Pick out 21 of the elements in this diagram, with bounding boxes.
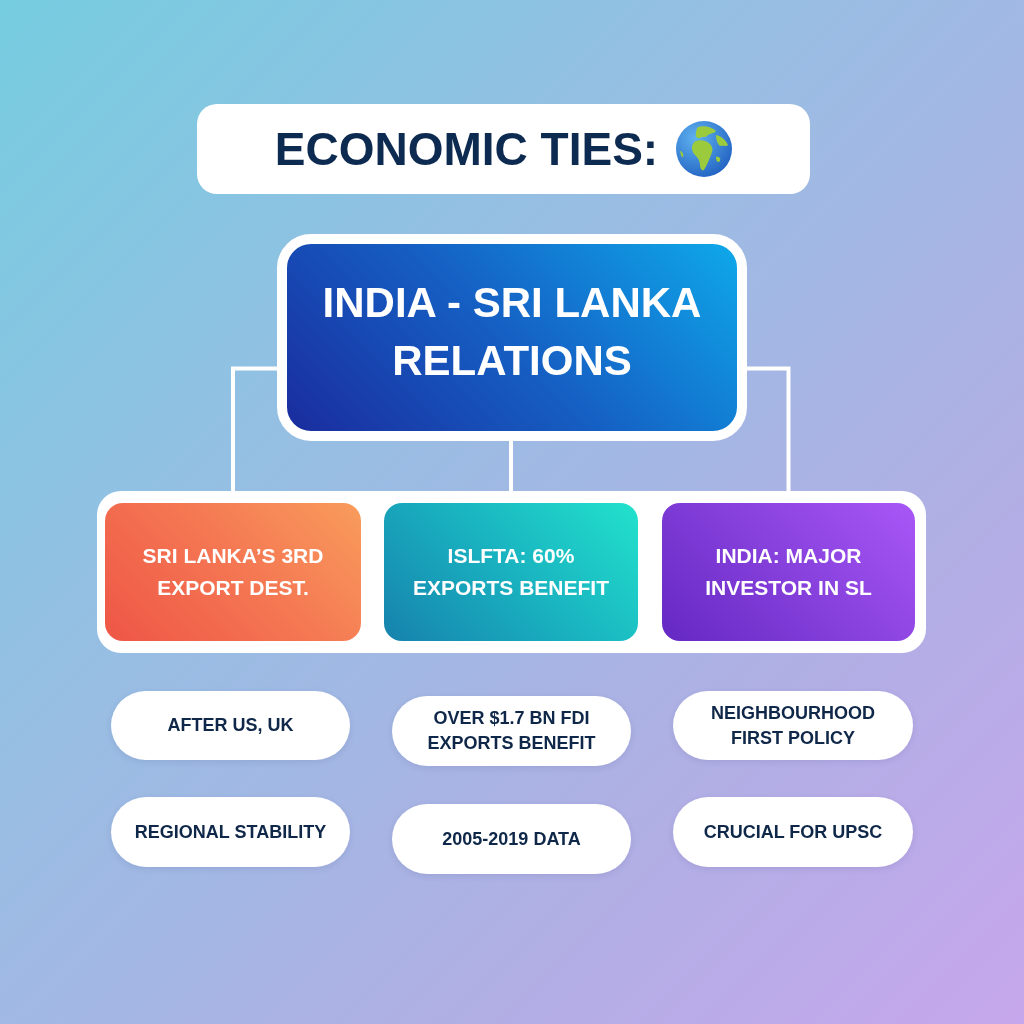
card-text: INDIA: MAJOR INVESTOR IN SL: [704, 543, 873, 601]
fact-card: [662, 503, 915, 641]
fact-card: [105, 503, 361, 641]
title-text: ECONOMIC TIES:: [274, 126, 659, 172]
connector-line: [747, 366, 791, 491]
pill-text: 2005-2019 DATA: [442, 827, 581, 851]
card-text: SRI LANKA’S 3RD EXPORT DEST.: [141, 543, 325, 601]
fact-card: [384, 503, 638, 641]
connector-line: [231, 366, 277, 491]
card-text: ISLFTA: 60% EXPORTS BENEFIT: [412, 543, 610, 601]
pill-text: OVER $1.7 BN FDI EXPORTS BENEFIT: [426, 707, 597, 755]
note-pill: [111, 691, 350, 760]
connector-line: [509, 441, 513, 491]
pill-text: CRUCIAL FOR UPSC: [703, 820, 883, 844]
pill-text: NEIGHBOURHOOD FIRST POLICY: [710, 701, 876, 750]
note-pill: [673, 797, 913, 867]
topic-text: INDIA - SRI LANKA RELATIONS: [321, 277, 703, 386]
panel: [97, 491, 926, 653]
pill-text: REGIONAL STABILITY: [134, 820, 327, 844]
topic-box: [277, 234, 747, 441]
pill-text: AFTER US, UK: [167, 714, 294, 737]
